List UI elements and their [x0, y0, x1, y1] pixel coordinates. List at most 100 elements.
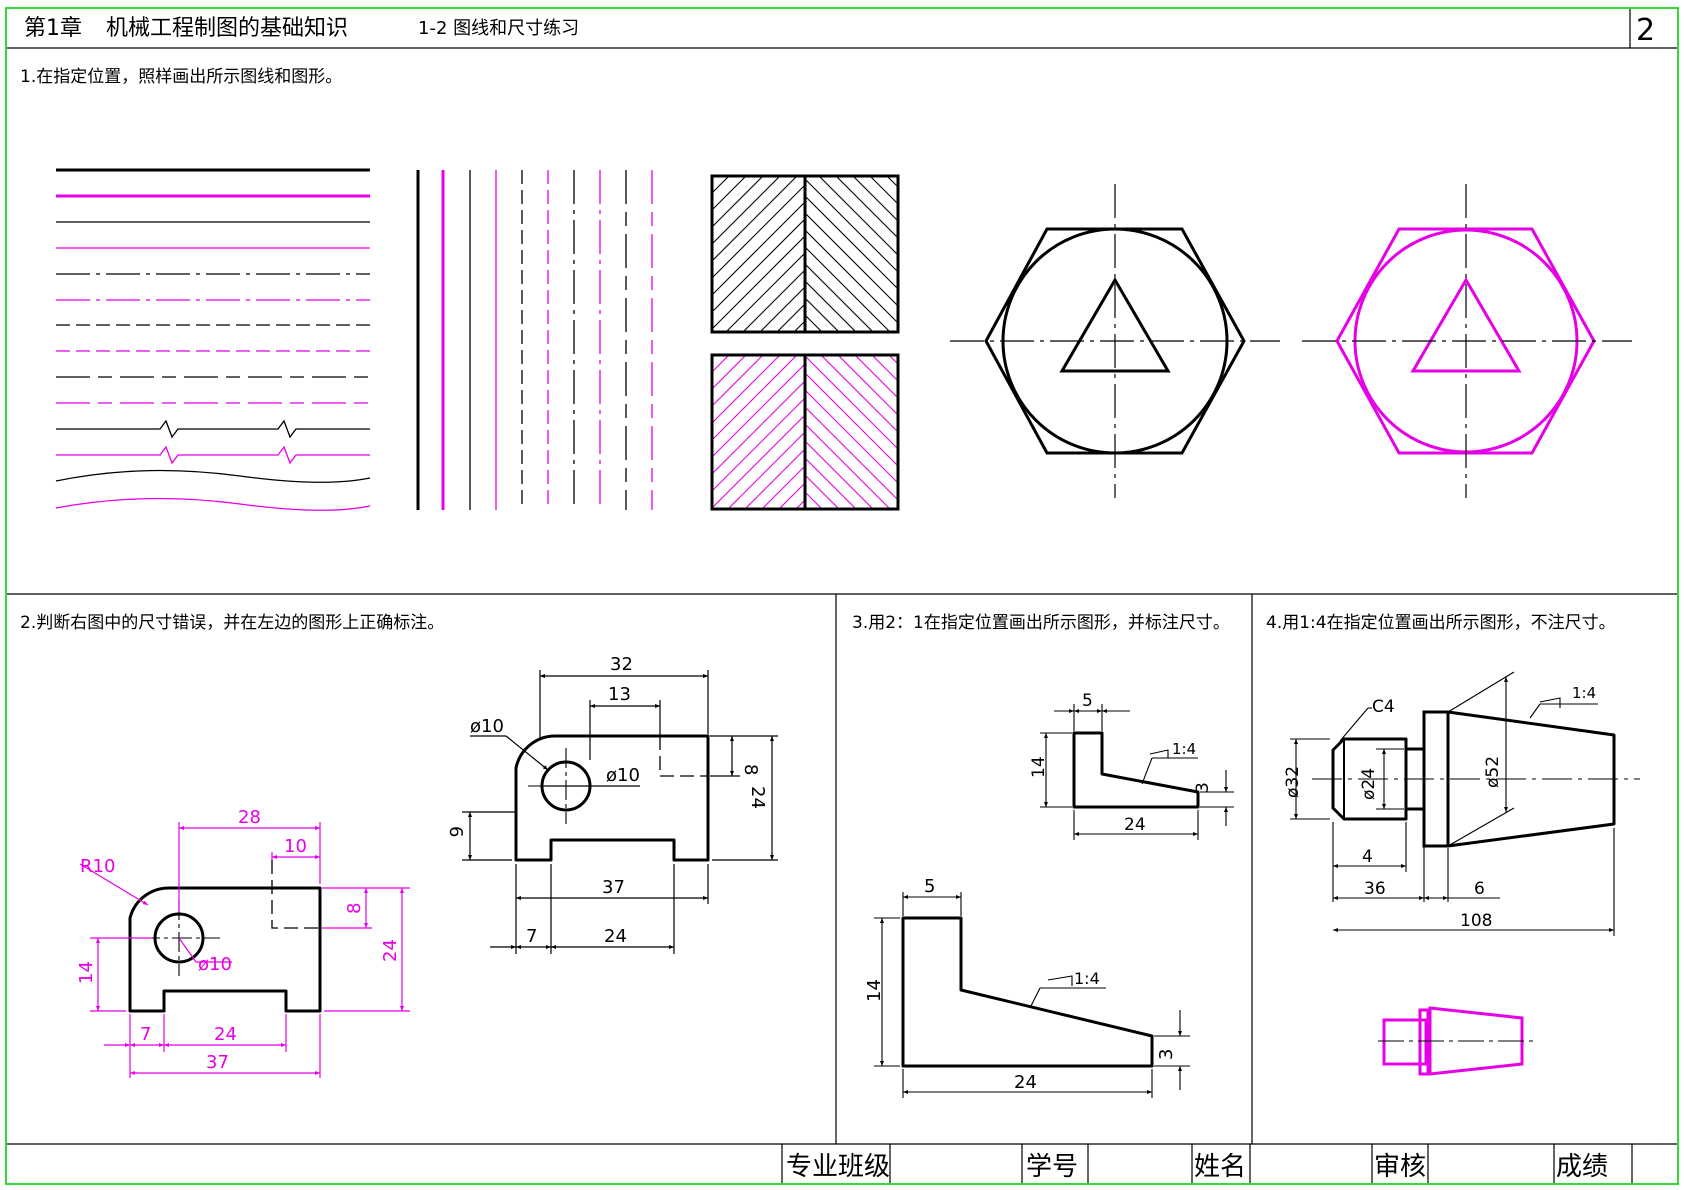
dim-28: 28 [238, 807, 261, 828]
hatch-line [804, 246, 891, 332]
hatch-line [804, 229, 898, 324]
dim-108: 108 [1460, 911, 1492, 931]
page-number: 2 [1636, 13, 1655, 48]
dim-phi24: ø24 [1359, 768, 1379, 800]
dim-4: 4 [1362, 847, 1373, 867]
hatch-line [886, 176, 898, 188]
hatched-squares [710, 174, 900, 511]
dim-14: 14 [76, 961, 97, 984]
hatch-line [712, 355, 747, 390]
task2-correct-dimensions [79, 822, 410, 1078]
chapter-label: 第1章 [24, 16, 82, 41]
chamfer-c4: C4 [1372, 697, 1395, 717]
dim-24-horizontal: 24 [214, 1024, 237, 1045]
hatch-line [804, 355, 898, 450]
hatch-line [712, 218, 806, 313]
dim-24: 24 [1014, 1072, 1037, 1093]
hatch-line [712, 176, 747, 211]
task2-correct-part [128, 860, 322, 1013]
dim-24: 24 [1124, 815, 1146, 835]
hatch-line [804, 297, 840, 332]
review-label: 审核 [1374, 1152, 1426, 1182]
hatch-line [804, 457, 857, 509]
hatch-line [804, 491, 823, 509]
hatch-line [725, 252, 806, 332]
dim-36: 36 [1364, 879, 1386, 899]
taper-1-4: 1:4 [1074, 969, 1100, 988]
hatch-line [712, 176, 730, 194]
hatch-line [804, 314, 823, 332]
task3-small-part [1040, 704, 1234, 840]
task4-shaft [1290, 671, 1640, 936]
name-label: 姓名 [1194, 1152, 1246, 1182]
hatch-line [712, 355, 781, 424]
hatch-line [854, 355, 898, 399]
dim-13: 13 [608, 684, 631, 705]
task3-small-dim-text: 5 14 1:4 3 24 [1029, 691, 1213, 835]
hatch-line [712, 397, 806, 492]
hatch-line [837, 355, 898, 416]
dim-phi10-b: ø10 [606, 765, 640, 786]
hatch-line [712, 414, 806, 509]
hatch-line [804, 440, 874, 509]
score-label: 成绩 [1556, 1152, 1608, 1182]
hatch-line [761, 465, 806, 509]
dim-phi10: ø10 [198, 954, 232, 975]
dim-phi32: ø32 [1283, 766, 1303, 798]
hatch-line [835, 176, 898, 239]
task1-title: 1.在指定位置，照样画出所示图线和图形。 [20, 67, 342, 87]
dim-10: 10 [284, 836, 307, 857]
student-id-label: 学号 [1026, 1152, 1078, 1182]
dim-24-horizontal: 24 [604, 926, 627, 947]
task2-correct-dim-text: 28 10 R10 8 24 14 ø10 7 24 37 [76, 807, 401, 1073]
taper-1-4: 1:4 [1172, 740, 1196, 758]
section-title: 1-2 图线和尺寸练习 [418, 18, 579, 39]
hatch-line [804, 474, 840, 509]
class-label: 专业班级 [786, 1152, 890, 1182]
hatch-line [712, 355, 798, 441]
task2-title: 2.判断右图中的尺寸错误，并在左边的图形上正确标注。 [20, 613, 444, 633]
hatch-line [744, 448, 806, 509]
hatch-line [804, 423, 891, 509]
dim-phi52: ø52 [1483, 756, 1503, 788]
dim-3: 3 [1156, 1049, 1177, 1060]
dim-24-vertical: 24 [380, 939, 401, 962]
dim-24-vertical: 24 [747, 786, 768, 809]
hatch-line [804, 389, 898, 484]
taper-1-4: 1:4 [1572, 684, 1596, 702]
task2-wrong-dimensions [462, 670, 778, 954]
hatch-line [712, 363, 806, 458]
hatch-line [820, 355, 898, 433]
hatch-line [712, 380, 806, 475]
chapter-title: 机械工程制图的基础知识 [106, 16, 348, 41]
hexagon-figure-black [950, 184, 1280, 498]
hatch-line [712, 176, 781, 245]
hatch-line [778, 482, 806, 509]
dim-37: 37 [602, 877, 625, 898]
hatch-line [712, 355, 764, 407]
dim-37: 37 [206, 1052, 229, 1073]
hexagon-figure-magenta [1302, 184, 1632, 498]
hatch-line [852, 176, 898, 222]
footer-labels: 专业班级 学号 姓名 审核 成绩 [786, 1152, 1608, 1182]
dim-6: 6 [1474, 879, 1485, 899]
hatch-line [804, 406, 898, 501]
task4-title: 4.用1:4在指定位置画出所示图形，不注尺寸。 [1266, 613, 1616, 633]
task3-large-dim-text: 5 14 1:4 3 24 [864, 876, 1177, 1093]
hatch-line [804, 195, 898, 290]
hatch-line [776, 303, 806, 332]
hatch-line [793, 320, 806, 332]
hatch-line [742, 269, 806, 332]
grid-lines [7, 9, 1677, 1183]
hatch-line [759, 286, 806, 332]
hatch-line [804, 372, 898, 467]
hatch-line [712, 184, 806, 279]
hatch-line [869, 176, 898, 205]
dim-6: 6 [445, 826, 466, 837]
hatch-line [871, 355, 898, 382]
sheet-frame [5, 7, 1679, 1185]
dim-14: 14 [1029, 756, 1049, 778]
dim-5: 5 [1082, 691, 1093, 711]
hatch-line [804, 178, 898, 273]
dim-3: 3 [1193, 782, 1213, 793]
